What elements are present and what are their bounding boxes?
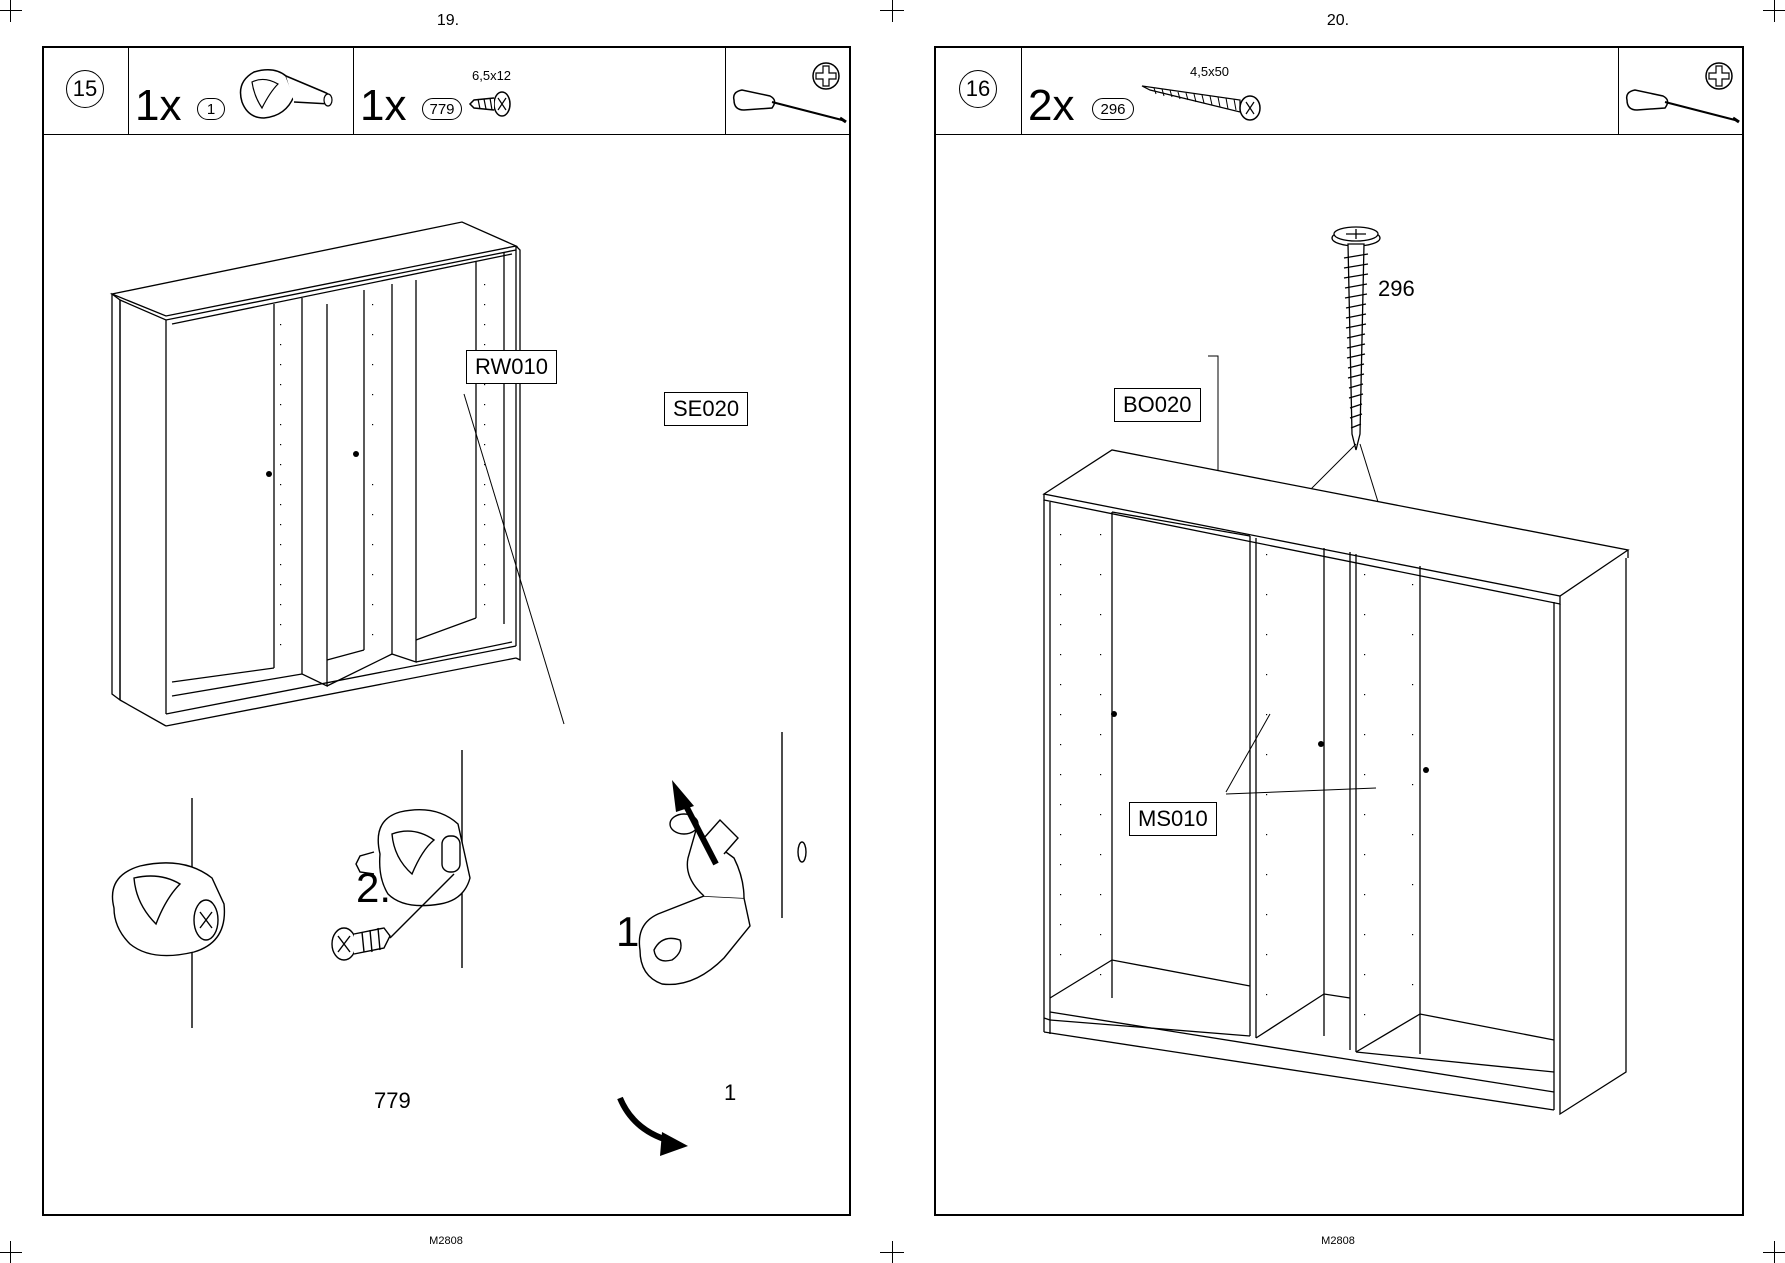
step-panel-left: 15 1x 1 1x 779 6,5x12 [42, 46, 851, 1216]
page-number: 19. [436, 12, 460, 29]
document-code: M2808 [1321, 1235, 1355, 1247]
crop-mark [10, 0, 11, 22]
crop-mark [1763, 10, 1785, 11]
long-screw-icon [1141, 85, 1261, 121]
cam-lock-detail-illustration [111, 732, 807, 1156]
part-label-bo020: BO020 [1114, 388, 1201, 422]
crop-mark [880, 10, 904, 11]
crop-mark [880, 1252, 904, 1253]
step-cell: 16 [936, 48, 1022, 134]
cam-label-1: 1 [724, 1080, 737, 1105]
part-number: 779 [422, 98, 462, 120]
cam-lock-icon [239, 69, 333, 119]
step-number: 16 [959, 70, 997, 108]
part-number: 296 [1092, 98, 1134, 120]
screwdriver-phillips-icon [1625, 62, 1740, 124]
crop-mark [0, 1252, 22, 1253]
screw-label-779: 779 [374, 1088, 411, 1113]
quantity: 1x [135, 81, 182, 130]
crop-mark [0, 10, 22, 11]
screwdriver-phillips-icon [732, 62, 847, 124]
step-number: 15 [66, 70, 104, 108]
parts-header: 16 2x 296 4,5x50 [936, 48, 1742, 135]
part-label-ms010: MS010 [1129, 802, 1217, 836]
screw-label-296: 296 [1378, 276, 1415, 301]
part-number: 1 [197, 98, 225, 120]
short-screw-icon [468, 91, 511, 117]
part-size: 4,5x50 [1190, 64, 1230, 79]
wardrobe-illustration [1042, 226, 1630, 1116]
quantity: 2x [1028, 81, 1075, 130]
page-number: 20. [1326, 12, 1350, 29]
step-cell: 15 [44, 48, 129, 134]
part-cell: 1x 1 [129, 48, 354, 134]
crop-mark [892, 0, 893, 22]
part-label-se020: SE020 [664, 392, 749, 426]
crop-mark [1763, 1252, 1785, 1253]
crop-mark [1774, 0, 1775, 22]
part-label-rw010: RW010 [466, 350, 557, 384]
part-cell: 1x 779 6,5x12 [354, 48, 726, 134]
step-panel-right: 16 2x 296 4,5x50 [934, 46, 1744, 1216]
part-size: 6,5x12 [472, 68, 512, 83]
part-cell: 2x 296 4,5x50 [1022, 48, 1619, 134]
parts-header: 15 1x 1 1x 779 6,5x12 [44, 48, 849, 135]
quantity: 1x [360, 81, 407, 130]
wardrobe-illustration [109, 221, 565, 727]
document-code: M2808 [429, 1235, 463, 1247]
